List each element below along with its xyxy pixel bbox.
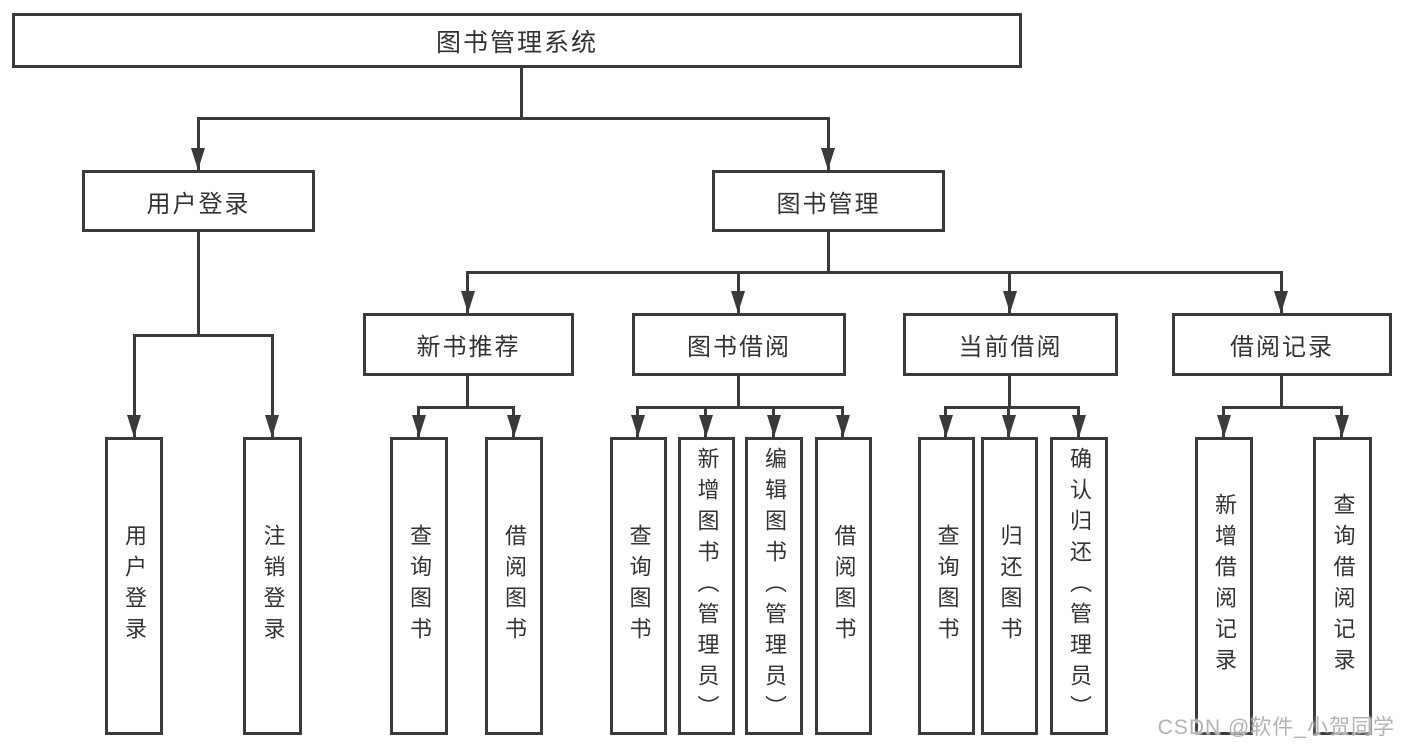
- node-leaf-query-borrow-record: 查询借阅记录: [1313, 437, 1372, 735]
- arrow-down-icon: [821, 148, 835, 170]
- connector-line: [197, 117, 200, 170]
- arrow-down-icon: [412, 415, 426, 437]
- connector-line: [133, 334, 274, 337]
- arrow-down-icon: [699, 415, 713, 437]
- arrow-down-icon: [1003, 291, 1017, 313]
- connector-line: [737, 376, 740, 409]
- connector-line: [1280, 376, 1283, 409]
- connector-line: [133, 334, 136, 437]
- arrow-down-icon: [191, 148, 205, 170]
- arrow-down-icon: [1274, 291, 1288, 313]
- node-new-book-recommend: 新书推荐: [363, 313, 574, 376]
- node-leaf-edit-books-admin: 编辑图书（管理员）: [745, 437, 803, 735]
- arrow-down-icon: [631, 415, 645, 437]
- connector-line: [417, 406, 515, 409]
- connector-line: [466, 376, 469, 409]
- arrow-down-icon: [1072, 415, 1086, 437]
- connector-line: [466, 271, 1283, 274]
- node-leaf-return-books: 归还图书: [981, 437, 1038, 735]
- arrow-down-icon: [265, 415, 279, 437]
- arrow-down-icon: [507, 415, 521, 437]
- node-leaf-borrow-books-borrowing: 借阅图书: [815, 437, 872, 735]
- node-book-management: 图书管理: [712, 170, 945, 232]
- arrow-down-icon: [1335, 415, 1349, 437]
- watermark: CSDN @软件_小贺同学: [1157, 716, 1395, 739]
- arrow-down-icon: [461, 291, 475, 313]
- node-borrowing-records: 借阅记录: [1172, 313, 1392, 376]
- connector-line: [197, 117, 830, 120]
- node-leaf-query-books-current: 查询图书: [918, 437, 975, 735]
- connector-line: [827, 232, 830, 274]
- node-leaf-query-books-recommend: 查询图书: [390, 437, 448, 735]
- arrow-down-icon: [1002, 415, 1016, 437]
- node-leaf-add-borrow-record: 新增借阅记录: [1195, 437, 1253, 735]
- connector-line: [520, 68, 523, 120]
- connector-line: [271, 334, 274, 437]
- arrow-down-icon: [1217, 415, 1231, 437]
- connector-line: [636, 406, 844, 409]
- connector-line: [1008, 376, 1011, 409]
- node-leaf-add-books-admin: 新增图书（管理员）: [678, 437, 735, 735]
- connector-line: [944, 406, 1080, 409]
- node-leaf-logout: 注销登录: [243, 437, 302, 735]
- node-leaf-user-login: 用户登录: [105, 437, 163, 735]
- node-library-management-system: 图书管理系统: [12, 13, 1022, 68]
- arrow-down-icon: [939, 415, 953, 437]
- node-book-borrowing: 图书借阅: [632, 313, 846, 376]
- node-leaf-borrow-books-recommend: 借阅图书: [485, 437, 543, 735]
- connector-line: [197, 232, 200, 336]
- connector-line: [827, 117, 830, 170]
- arrow-down-icon: [731, 291, 745, 313]
- node-user-login: 用户登录: [82, 170, 315, 232]
- node-current-borrowing: 当前借阅: [903, 313, 1118, 376]
- node-leaf-confirm-return-admin: 确认归还（管理员）: [1050, 437, 1108, 735]
- arrow-down-icon: [767, 415, 781, 437]
- connector-line: [1222, 406, 1343, 409]
- node-leaf-query-books-borrowing: 查询图书: [610, 437, 667, 735]
- arrow-down-icon: [127, 415, 141, 437]
- arrow-down-icon: [836, 415, 850, 437]
